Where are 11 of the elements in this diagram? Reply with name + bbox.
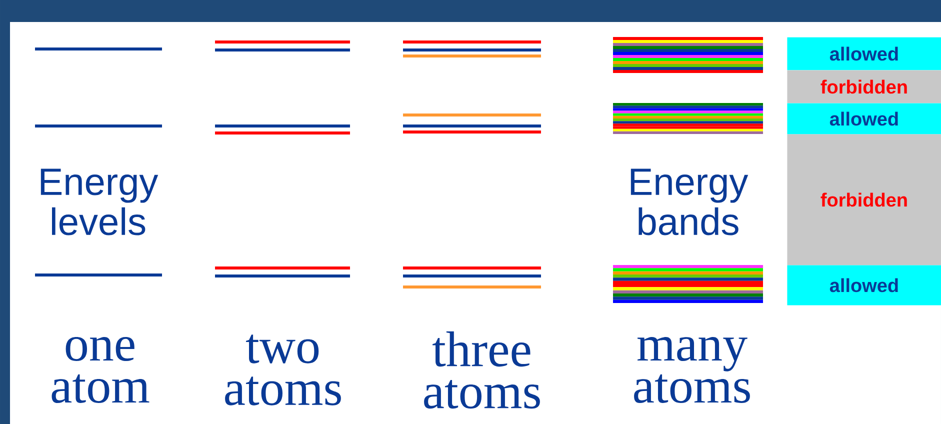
forbidden-gap: forbidden <box>787 70 941 104</box>
allowed-band: allowed <box>787 103 941 134</box>
forbidden-gap: forbidden <box>787 134 941 266</box>
caption-text: Energy bands <box>630 168 748 236</box>
caption-text: Energy levels <box>40 168 158 236</box>
allowed-band: allowed <box>787 37 941 70</box>
atom-count-label: two atoms <box>225 334 341 406</box>
atom-count-label: three atoms <box>424 331 540 409</box>
atom-count-label: many atoms <box>634 336 750 404</box>
allowed-band: allowed <box>787 265 941 306</box>
atom-count-label: one atom <box>52 336 150 404</box>
